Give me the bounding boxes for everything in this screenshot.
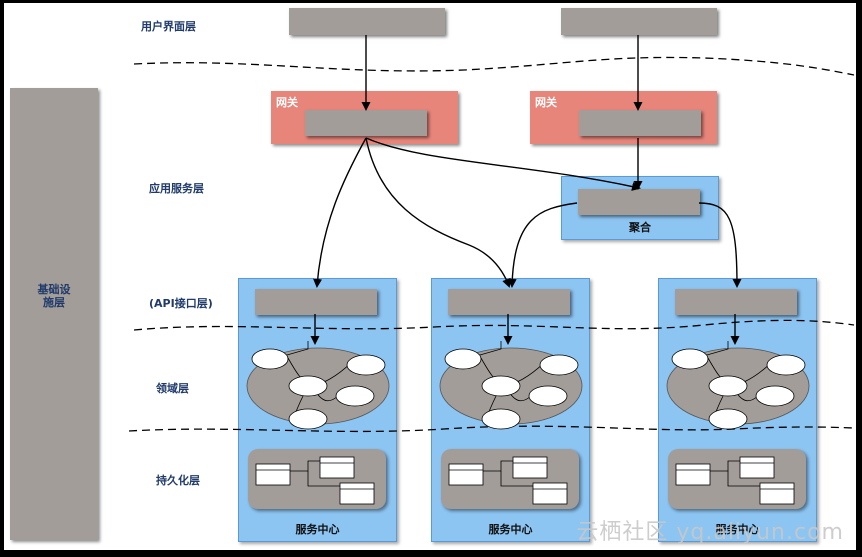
aggregation-label: 聚合 xyxy=(629,221,651,234)
ui-box-right xyxy=(561,8,717,35)
gateway-right: 网关 xyxy=(530,91,717,144)
gateway-label: 网关 xyxy=(276,96,298,109)
separator-api xyxy=(133,319,855,331)
api-box xyxy=(675,289,797,315)
layer-label-api: (API接口层) xyxy=(149,297,213,310)
persistence-tables-1 xyxy=(255,456,375,505)
domain-model-1 xyxy=(246,341,390,430)
infrastructure-column: 基础设施层 xyxy=(10,88,98,540)
gateway-label: 网关 xyxy=(535,96,557,109)
layer-label-domain: 领域层 xyxy=(156,382,189,395)
arrow-aggregation-to-service-2 xyxy=(507,202,578,288)
api-box xyxy=(255,289,377,315)
gateway-left: 网关 xyxy=(271,91,458,144)
persistence-tables-3 xyxy=(675,456,795,505)
separator-ui xyxy=(133,56,855,76)
aggregation-inner-box xyxy=(578,189,700,215)
separator-domain xyxy=(128,425,855,433)
infrastructure-label: 基础设施层 xyxy=(37,283,71,309)
arrow-aggregation-to-service-3 xyxy=(698,202,742,288)
domain-model-2 xyxy=(439,341,583,430)
arrow-gateway-to-service-1 xyxy=(313,137,367,288)
gateway-inner-box xyxy=(579,110,701,136)
service-center-label: 服务中心 xyxy=(488,523,533,536)
api-box xyxy=(448,289,570,315)
architecture-diagram: 用户界面层 应用服务层 (API接口层) 领域层 持久化层 基础设施层 网关 网… xyxy=(4,3,856,550)
layer-label-ui: 用户界面层 xyxy=(141,20,196,33)
watermark: 云栖社区 yq.aliyun.com xyxy=(576,520,844,545)
domain-model-3 xyxy=(666,341,810,430)
layer-label-persistence: 持久化层 xyxy=(156,474,200,487)
persistence-tables-2 xyxy=(448,456,568,505)
arrow-gateway-to-aggregation-curve xyxy=(365,137,641,191)
layer-label-app-service: 应用服务层 xyxy=(149,182,204,195)
arrow-gateway-to-service-2 xyxy=(365,137,511,288)
service-center-label: 服务中心 xyxy=(715,523,760,536)
service-center-label: 服务中心 xyxy=(295,523,340,536)
diagram-overlay xyxy=(128,35,855,505)
gateway-inner-box xyxy=(305,110,427,136)
ui-box-left xyxy=(289,8,445,35)
